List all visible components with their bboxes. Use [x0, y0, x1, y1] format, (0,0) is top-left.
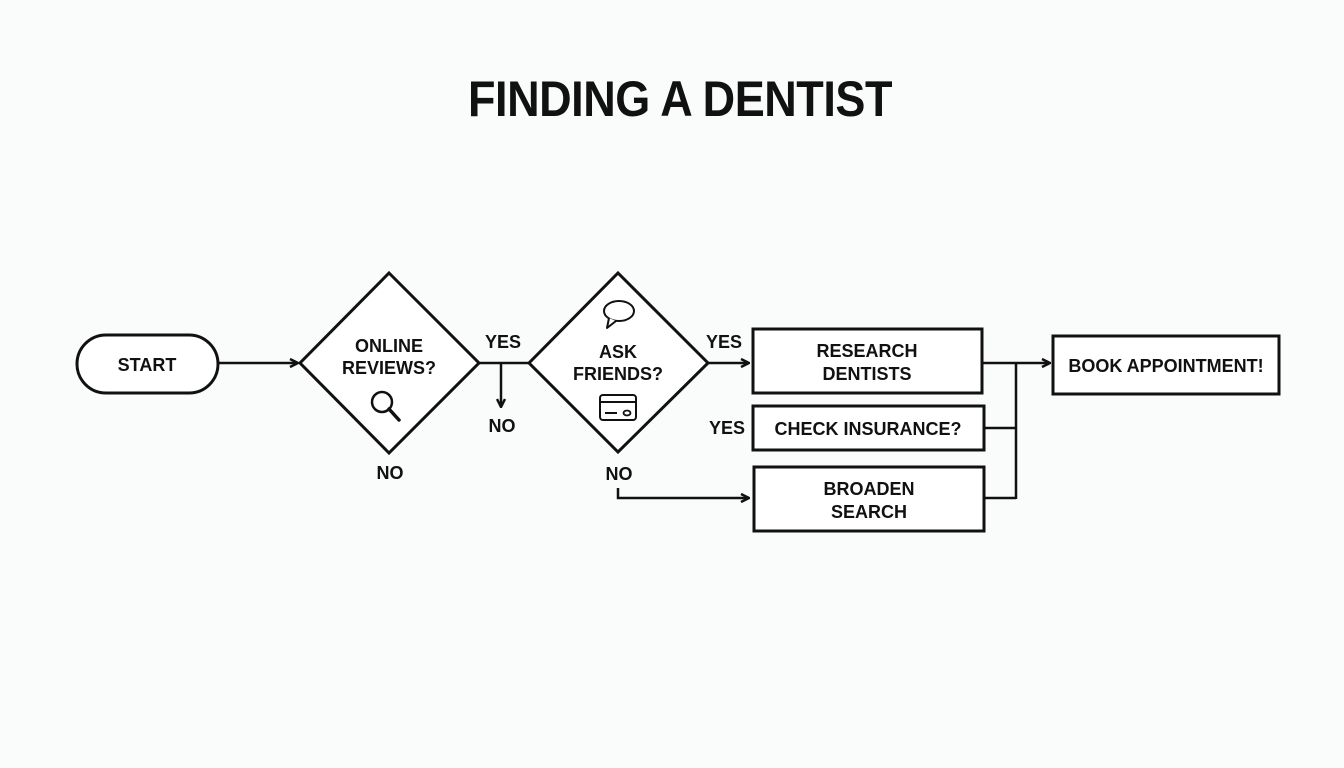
online-reviews-label-line1: ONLINE — [355, 336, 423, 356]
start-label: START — [118, 355, 177, 375]
speech-bubble-icon — [603, 300, 635, 329]
research-dentists-node[interactable]: RESEARCH DENTISTS — [751, 327, 984, 395]
ask-friends-yes-label: YES — [706, 332, 742, 352]
edge-ask-friends-no-to-broaden — [616, 488, 748, 498]
check-insurance-label: CHECK INSURANCE? — [774, 419, 961, 439]
ask-friends-label-line1: ASK — [599, 342, 637, 362]
ask-friends-label-line2: FRIENDS? — [573, 364, 663, 384]
merge-connector — [982, 361, 1018, 500]
start-node[interactable]: START — [75, 333, 220, 395]
online-reviews-yes-label: YES — [485, 332, 521, 352]
diagram-title: FINDING A DENTIST — [467, 71, 893, 127]
research-dentists-line2: DENTISTS — [822, 364, 911, 384]
broaden-search-node[interactable]: BROADEN SEARCH — [752, 465, 986, 533]
online-reviews-no-label: NO — [377, 463, 404, 483]
magnifier-icon — [370, 390, 401, 422]
branch-no-label: NO — [489, 416, 516, 436]
online-reviews-decision[interactable]: ONLINE REVIEWS? — [297, 270, 482, 456]
book-appointment-label: BOOK APPOINTMENT! — [1068, 356, 1263, 376]
credit-card-icon — [599, 394, 637, 421]
online-reviews-label-line2: REVIEWS? — [342, 358, 436, 378]
check-insurance-node[interactable]: CHECK INSURANCE? — [751, 404, 986, 452]
broaden-search-line1: BROADEN — [823, 479, 914, 499]
check-insurance-yes-label: YES — [709, 418, 745, 438]
ask-friends-decision[interactable]: ASK FRIENDS? — [526, 270, 711, 455]
ask-friends-no-label: NO — [606, 464, 633, 484]
broaden-search-line2: SEARCH — [831, 502, 907, 522]
research-dentists-line1: RESEARCH — [816, 341, 917, 361]
book-appointment-node[interactable]: BOOK APPOINTMENT! — [1051, 334, 1281, 396]
